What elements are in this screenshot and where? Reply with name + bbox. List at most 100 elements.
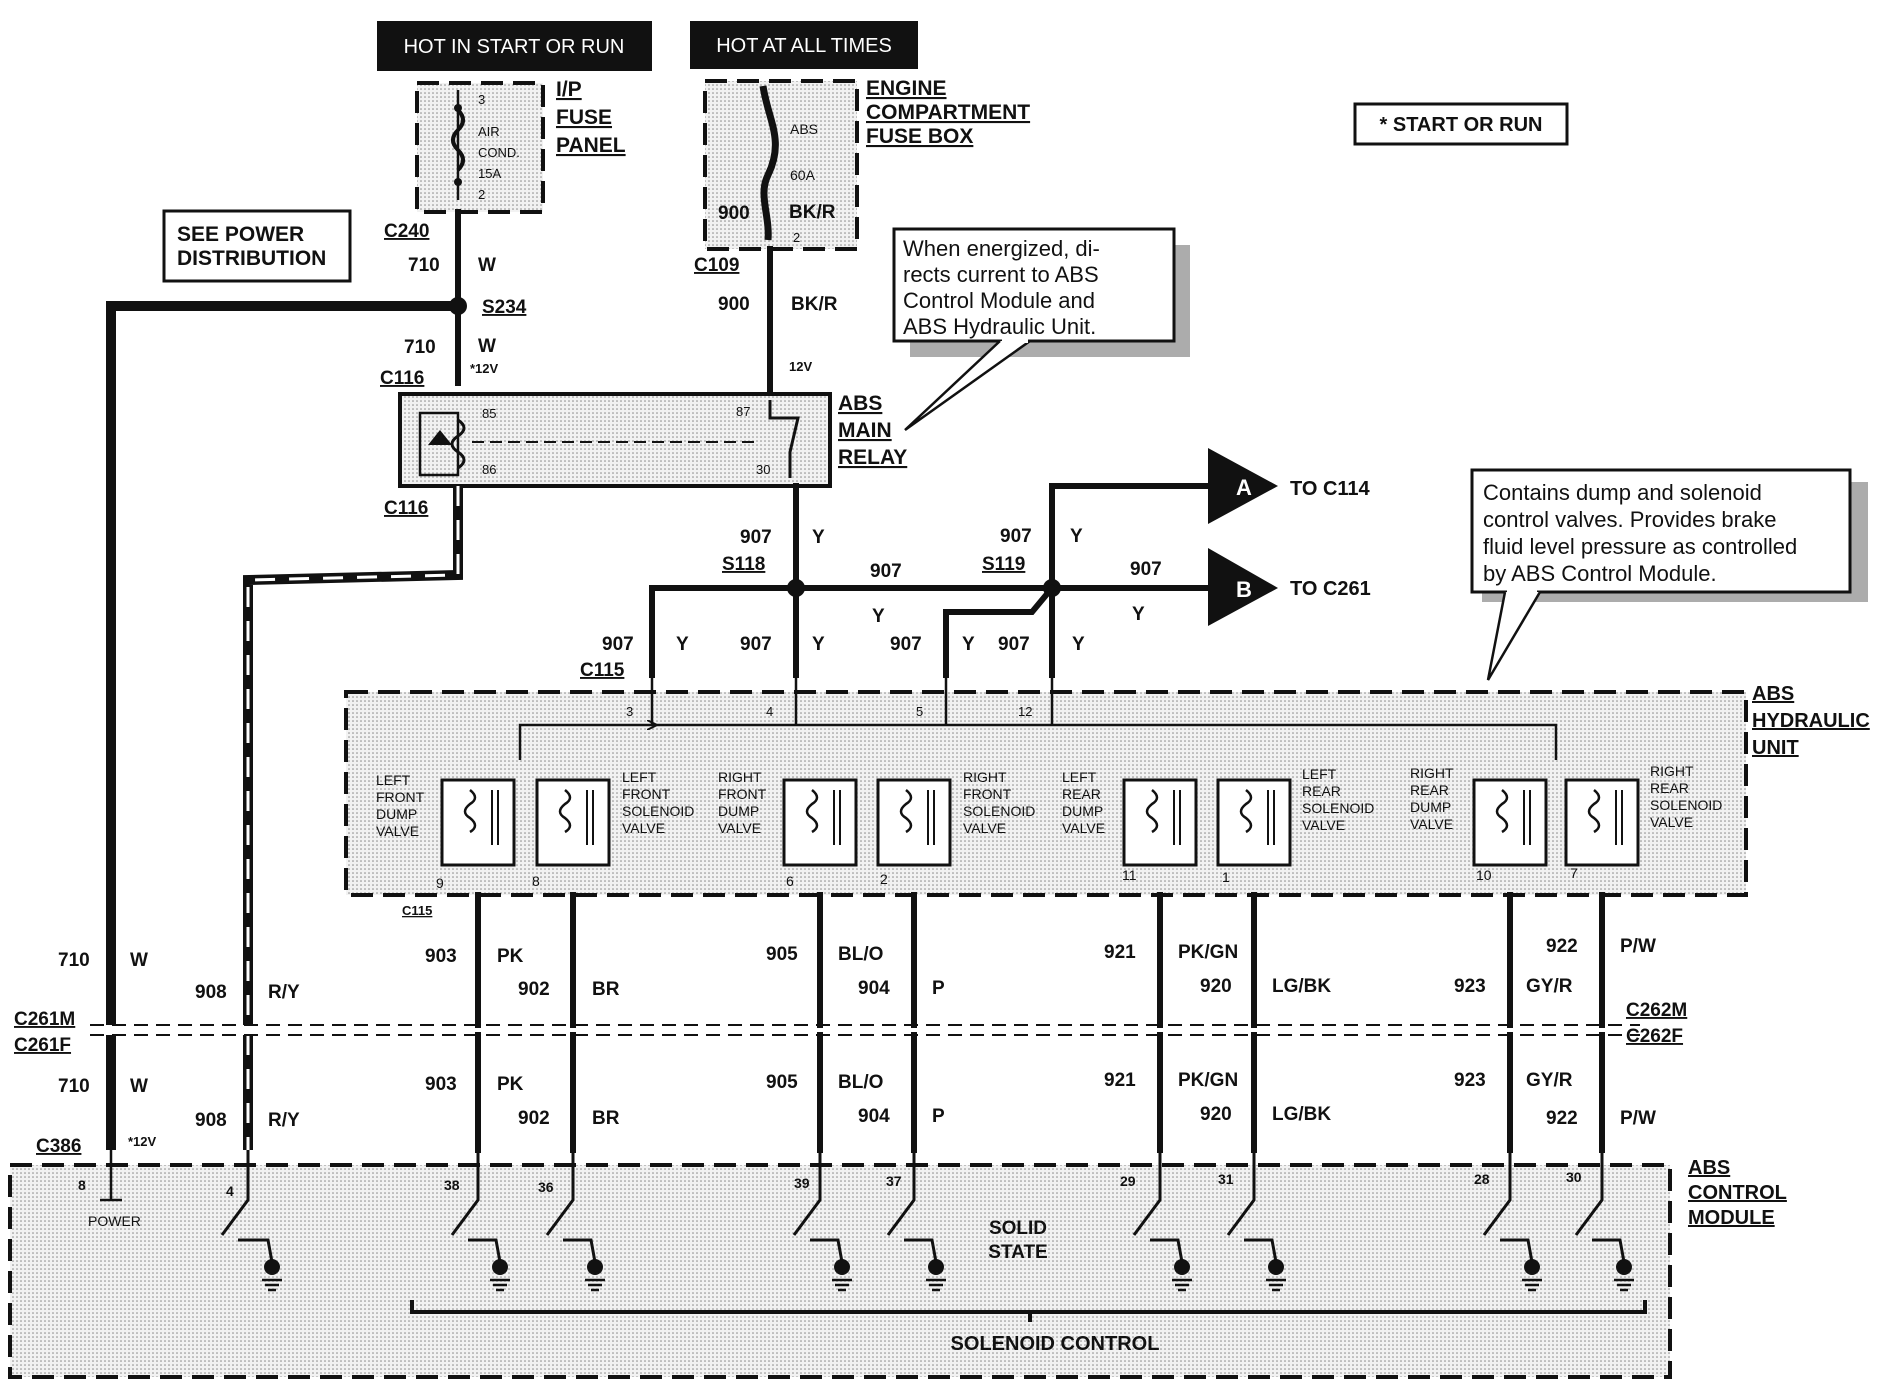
svg-text:LEFT: LEFT — [622, 769, 657, 785]
svg-text:HOT AT ALL TIMES: HOT AT ALL TIMES — [716, 35, 892, 57]
svg-text:When energized, di-: When energized, di- — [903, 236, 1100, 261]
svg-text:907: 907 — [1130, 559, 1162, 580]
svg-text:Y: Y — [676, 634, 689, 655]
svg-text:SEE POWER: SEE POWER — [177, 223, 304, 246]
svg-text:DUMP: DUMP — [718, 803, 759, 819]
svg-text:FRONT: FRONT — [376, 789, 425, 805]
ip-fuse-panel: 3 AIR COND. 15A 2 — [415, 81, 545, 214]
svg-text:BK/R: BK/R — [791, 294, 838, 315]
svg-text:Control Module and: Control Module and — [903, 288, 1095, 313]
svg-text:710: 710 — [58, 950, 90, 971]
svg-text:B: B — [1236, 577, 1252, 602]
svg-text:VALVE: VALVE — [1302, 817, 1345, 833]
svg-text:15A: 15A — [478, 166, 501, 181]
svg-text:PK: PK — [497, 1074, 524, 1095]
svg-text:P/W: P/W — [1620, 936, 1656, 957]
svg-text:905: 905 — [766, 1072, 798, 1093]
control-module-pins: 8 4 38 36 39 37 29 31 28 30 — [78, 1169, 1582, 1199]
svg-text:LG/BK: LG/BK — [1272, 1104, 1331, 1125]
svg-text:907: 907 — [602, 634, 634, 655]
see-power-distribution-box: SEE POWER DISTRIBUTION — [162, 209, 352, 283]
svg-text:923: 923 — [1454, 976, 1486, 997]
svg-text:SOLENOID: SOLENOID — [963, 803, 1035, 819]
svg-text:TO C114: TO C114 — [1290, 478, 1371, 500]
svg-text:S118: S118 — [722, 554, 765, 575]
svg-text:FRONT: FRONT — [718, 786, 767, 802]
svg-text:by ABS Control Module.: by ABS Control Module. — [1483, 561, 1717, 586]
svg-text:MAIN: MAIN — [838, 419, 892, 442]
inline-connector-labels: C261M C261F C262M C262F — [14, 1000, 1687, 1056]
abs-main-relay: 85 86 87 30 — [398, 392, 832, 488]
svg-text:2: 2 — [880, 871, 888, 887]
connector-c116-lower: C116 — [384, 498, 428, 519]
svg-text:Y: Y — [1132, 604, 1145, 625]
wire-labels-upper: C240 710 W S234 710 W *12V C116 C109 900… — [380, 221, 838, 389]
svg-text:I/P: I/P — [556, 78, 582, 101]
start-or-run-note: * START OR RUN — [1353, 102, 1569, 146]
svg-text:908: 908 — [195, 982, 227, 1003]
svg-text:8: 8 — [78, 1177, 86, 1193]
svg-text:RELAY: RELAY — [838, 446, 907, 469]
svg-text:CONTROL: CONTROL — [1688, 1182, 1787, 1204]
svg-text:COMPARTMENT: COMPARTMENT — [866, 101, 1030, 124]
svg-text:GY/R: GY/R — [1526, 976, 1573, 997]
svg-text:GY/R: GY/R — [1526, 1070, 1573, 1091]
svg-text:VALVE: VALVE — [963, 820, 1006, 836]
svg-text:9: 9 — [436, 875, 444, 891]
svg-text:* START OR RUN: * START OR RUN — [1380, 114, 1543, 136]
svg-text:REAR: REAR — [1410, 782, 1449, 798]
svg-text:C109: C109 — [694, 255, 739, 276]
svg-text:903: 903 — [425, 946, 457, 967]
svg-text:Y: Y — [1072, 634, 1085, 655]
svg-text:VALVE: VALVE — [622, 820, 665, 836]
svg-text:60A: 60A — [790, 167, 816, 183]
svg-text:W: W — [478, 336, 496, 357]
svg-text:6: 6 — [786, 873, 794, 889]
svg-text:923: 923 — [1454, 1070, 1486, 1091]
svg-text:AIR: AIR — [478, 124, 500, 139]
hot-at-all-times-header: HOT AT ALL TIMES — [690, 21, 918, 69]
svg-text:4: 4 — [766, 704, 773, 719]
hydraulic-callout: Contains dump and solenoid control valve… — [1470, 468, 1868, 681]
svg-text:12: 12 — [1018, 704, 1032, 719]
svg-text:920: 920 — [1200, 976, 1232, 997]
svg-text:LG/BK: LG/BK — [1272, 976, 1331, 997]
svg-text:PANEL: PANEL — [556, 134, 626, 157]
hydraulic-unit-label: ABS HYDRAULIC UNIT — [1752, 683, 1870, 759]
svg-text:HYDRAULIC: HYDRAULIC — [1752, 710, 1870, 732]
svg-text:S234: S234 — [482, 297, 527, 318]
arrow-a-to-c114: A TO C114 — [1208, 448, 1371, 524]
valve-left-front-solenoid — [535, 778, 611, 867]
svg-text:710: 710 — [58, 1076, 90, 1097]
svg-text:904: 904 — [858, 1106, 890, 1127]
svg-text:FRONT: FRONT — [622, 786, 671, 802]
svg-text:RIGHT: RIGHT — [1650, 763, 1694, 779]
svg-text:907: 907 — [870, 561, 902, 582]
power-label: POWER — [88, 1213, 141, 1229]
svg-text:C116: C116 — [380, 368, 424, 389]
solid-state-label: SOLID STATE — [988, 1218, 1047, 1263]
svg-text:LEFT: LEFT — [1302, 766, 1337, 782]
svg-text:P: P — [932, 1106, 945, 1127]
svg-text:10: 10 — [1476, 867, 1492, 883]
solenoid-control-label: SOLENOID CONTROL — [951, 1333, 1160, 1355]
svg-text:SOLENOID: SOLENOID — [1650, 797, 1722, 813]
lower-wires — [90, 892, 1640, 1153]
wire-907-labels: 907 Y S118 907 Y 907 Y S119 907 Y 907 Y … — [580, 526, 1162, 681]
svg-text:30: 30 — [756, 462, 770, 477]
svg-text:37: 37 — [886, 1173, 902, 1189]
svg-text:PK/GN: PK/GN — [1178, 942, 1238, 963]
svg-text:LEFT: LEFT — [1062, 769, 1097, 785]
svg-text:P/W: P/W — [1620, 1108, 1656, 1129]
svg-text:903: 903 — [425, 1074, 457, 1095]
svg-text:710: 710 — [408, 255, 440, 276]
svg-text:922: 922 — [1546, 1108, 1578, 1129]
svg-text:902: 902 — [518, 979, 550, 1000]
svg-text:902: 902 — [518, 1108, 550, 1129]
svg-text:BR: BR — [592, 979, 620, 1000]
svg-text:39: 39 — [794, 1175, 810, 1191]
svg-text:C261F: C261F — [14, 1035, 71, 1056]
valve-labels: LEFT FRONT DUMP VALVE LEFT FRONT SOLENOI… — [376, 763, 1722, 839]
svg-text:Y: Y — [812, 634, 825, 655]
svg-text:LEFT: LEFT — [376, 772, 411, 788]
